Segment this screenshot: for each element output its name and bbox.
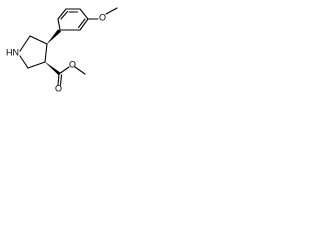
ring-bond-5 xyxy=(79,18,89,31)
methoxyphenyl-group xyxy=(57,7,118,31)
methyl-ester-group xyxy=(44,61,86,86)
carbonyl-oxygen-label: O xyxy=(55,83,62,93)
ester-oxygen-label: O xyxy=(69,59,76,69)
molecule-structure: HN O O O xyxy=(6,7,118,93)
ring-bond-4 xyxy=(79,8,89,20)
bond-n-c2 xyxy=(19,35,31,52)
ring-nh-label: HN xyxy=(6,47,19,57)
bond-c3-c4 xyxy=(44,43,48,63)
ring-double-bond-a xyxy=(60,10,69,20)
bond-c4-c5 xyxy=(27,61,46,69)
ring-double-bond-b xyxy=(77,18,86,29)
bond-carbonyl-double xyxy=(59,74,63,86)
ring-bond-1 xyxy=(57,18,61,31)
wedge-bond-to-aryl xyxy=(46,29,62,45)
chemical-structure-canvas: HN O O O xyxy=(0,0,128,94)
pyrrolidine-ring xyxy=(19,35,48,69)
bond-c2-c3 xyxy=(29,35,48,45)
bond-carbonyl-c-to-o xyxy=(57,73,60,86)
bond-c5-n xyxy=(19,55,29,69)
bond-ether-o-to-methyl xyxy=(105,7,118,15)
ether-oxygen-label: O xyxy=(99,12,106,22)
wedge-bond-to-ester xyxy=(44,61,61,76)
bond-carbonyl-c-to-o-single xyxy=(58,66,70,75)
ring-bond-2 xyxy=(57,8,67,20)
bond-ester-o-to-methyl xyxy=(74,66,86,75)
